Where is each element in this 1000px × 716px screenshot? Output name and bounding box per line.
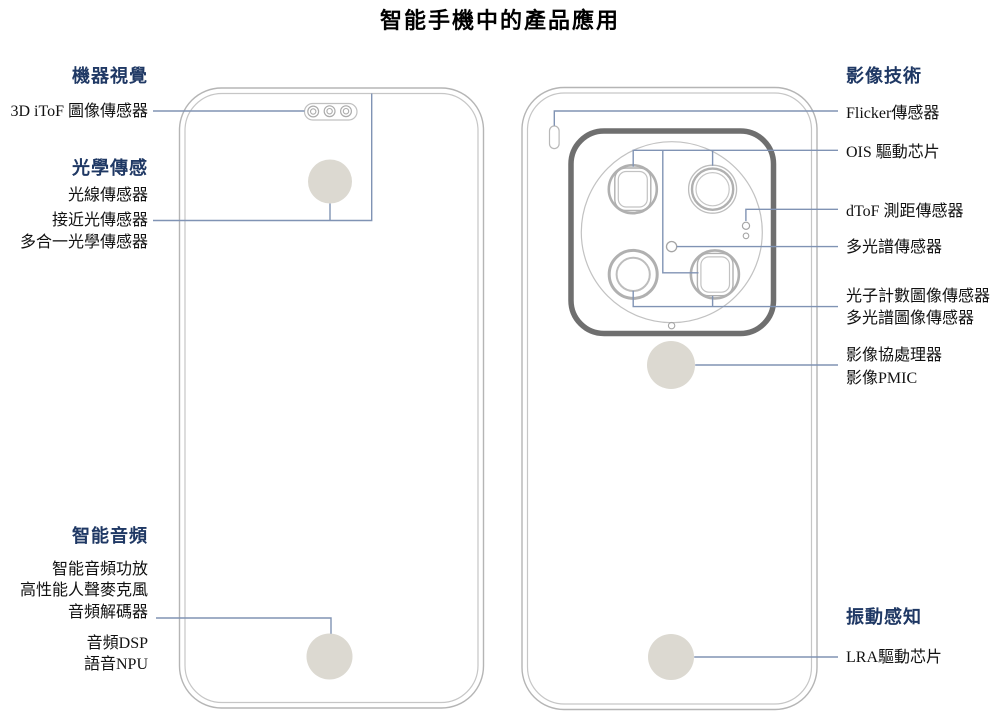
- lens-bottom-right: [689, 249, 741, 300]
- flicker-sensor-pill: [548, 125, 560, 150]
- module-bottom-dot: [667, 321, 676, 330]
- dtof-sensor-dot-1: [741, 221, 751, 230]
- section-header-machine-vision: 機器視覺: [72, 66, 148, 86]
- back-phone-callout-lines: [553, 110, 838, 658]
- multispectral-sensor-dot: [665, 240, 678, 253]
- front-phone-callout-lines: [153, 93, 373, 634]
- bottom-lenses-callout-line: [632, 290, 838, 308]
- lens-top-left: [607, 163, 659, 215]
- label-voice-npu: 語音NPU: [83, 656, 148, 673]
- label-proximity-sensor: 接近光傳感器: [51, 212, 148, 229]
- front-phone: [153, 87, 485, 709]
- label-photon-counting-image-sensor: 光子計數圖像傳感器: [846, 288, 991, 305]
- lra-motor-blob: [648, 634, 694, 680]
- proximity-callout-line: [153, 93, 373, 222]
- label-multispectral-image-sensor: 多光譜圖像傳感器: [846, 310, 975, 327]
- page-title: 智能手機中的產品應用: [379, 8, 620, 33]
- label-multispectral-sensor: 多光譜傳感器: [846, 239, 943, 256]
- camera-module-frame: [568, 128, 777, 337]
- label-all-in-one-optical-sensor: 多合一光學傳感器: [19, 234, 148, 251]
- dtof-callout-line: [745, 208, 838, 221]
- audio-decoder-callout-line: [156, 617, 332, 634]
- flicker-callout-line: [553, 110, 838, 126]
- label-image-pmic: 影像PMIC: [846, 370, 918, 387]
- selfie-camera-lenses: [307, 105, 353, 118]
- label-dtof-ranging-sensor: dToF 測距傳感器: [846, 203, 964, 220]
- section-header-imaging-technology: 影像技術: [846, 66, 922, 86]
- back-phone-inner-outline: [526, 92, 813, 705]
- image-coprocessor-blob: [647, 341, 695, 389]
- front-phone-outer-outline: [178, 87, 485, 709]
- back-phone: [521, 86, 838, 711]
- front-optical-sensor-blob: [308, 159, 352, 204]
- label-audio-dsp: 音頻DSP: [86, 635, 148, 652]
- ois-callout-line: [632, 149, 838, 274]
- front-phone-inner-outline: [184, 92, 479, 704]
- label-smart-audio-amplifier: 智能音頻功放: [51, 561, 148, 578]
- label-flicker-sensor: Flicker傳感器: [846, 105, 940, 122]
- label-image-coprocessor: 影像協處理器: [846, 347, 943, 364]
- label-lra-driver-chip: LRA驅動芯片: [846, 649, 943, 666]
- label-ambient-light-sensor: 光線傳感器: [67, 187, 148, 204]
- section-header-optical-sensing: 光學傳感: [72, 158, 148, 178]
- dtof-sensor-dot-2: [742, 232, 750, 240]
- label-audio-decoder: 音頻解碼器: [67, 604, 148, 621]
- front-audio-component-blob: [306, 633, 353, 680]
- section-header-smart-audio: 智能音頻: [72, 526, 148, 546]
- label-ois-driver-chip: OIS 驅動芯片: [846, 144, 940, 161]
- label-3d-itof-image-sensor: 3D iToF 圖像傳感器: [10, 103, 148, 120]
- label-voice-microphone: 高性能人聲麥克風: [19, 582, 148, 599]
- section-header-vibration-sensing: 振動感知: [846, 607, 922, 627]
